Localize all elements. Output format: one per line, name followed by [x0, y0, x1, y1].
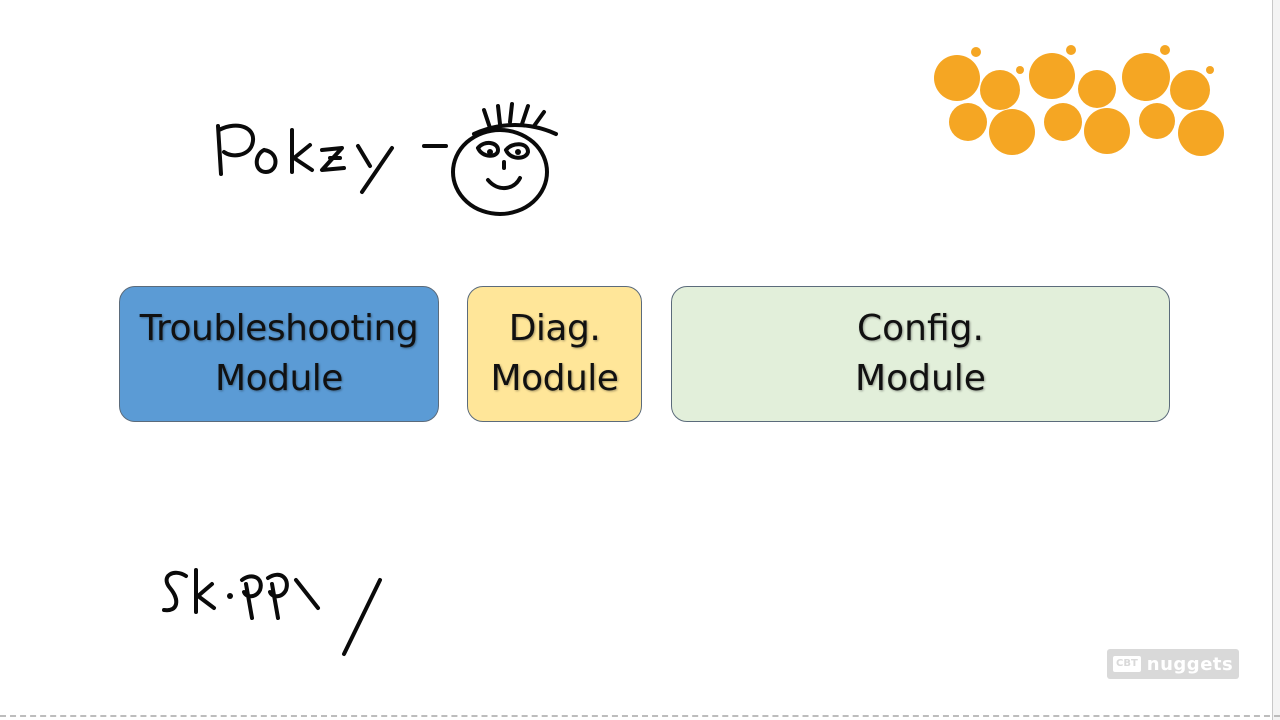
diag-module-line1: Diag.	[508, 308, 601, 349]
troubleshooting-module-line2: Module	[215, 358, 343, 399]
diag-module-box: Diag. Module	[467, 286, 642, 422]
smiley-face-drawing	[451, 128, 549, 216]
handwriting-skippy	[162, 570, 188, 613]
cbt-nuggets-watermark: CBT nuggets	[1107, 649, 1239, 679]
cbt-logo-box: CBT	[1113, 656, 1141, 672]
right-edge-border	[1272, 0, 1280, 720]
bottom-dashed-rule	[0, 715, 1280, 717]
troubleshooting-module-line1: Troubleshooting	[139, 308, 419, 349]
config-module-box: Config. Module	[671, 286, 1170, 422]
config-module-line2: Module	[855, 358, 986, 399]
troubleshooting-module-box: Troubleshooting Module	[119, 286, 439, 422]
nuggets-wordmark: nuggets	[1146, 653, 1234, 675]
diag-module-line2: Module	[490, 358, 619, 399]
config-module-line1: Config.	[857, 308, 984, 349]
handwriting-pokey	[216, 123, 256, 176]
